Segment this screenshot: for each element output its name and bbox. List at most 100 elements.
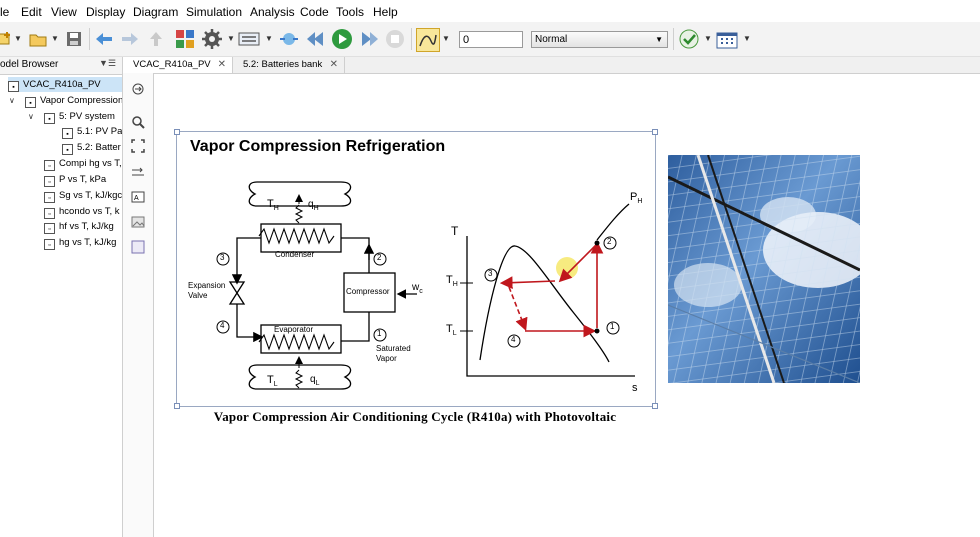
navigate-icon[interactable]	[131, 82, 145, 96]
step-back-icon[interactable]	[305, 28, 327, 50]
menu-display[interactable]: Display	[86, 5, 126, 19]
menu-code[interactable]: Code	[300, 5, 329, 19]
tree-item-label: VCAC_R410a_PV	[23, 79, 101, 90]
image-tool-icon[interactable]	[131, 215, 145, 229]
tree-item-plot[interactable]: ▫P vs T, kPa	[44, 172, 122, 187]
zoom-icon[interactable]	[131, 115, 145, 129]
tree-item-plot[interactable]: ▫hcondo vs T, k	[44, 204, 122, 219]
tab-batteries-bank[interactable]: 5.2: Batteries bank ✕	[233, 57, 345, 73]
resize-handle[interactable]	[174, 403, 180, 409]
tree-item-plot[interactable]: ▫Sg vs T, kJ/kgc	[44, 188, 122, 203]
tree-item-label: 5: PV system	[59, 111, 115, 122]
open-dropdown-icon[interactable]: ▼	[51, 34, 59, 43]
model-browser-title: odel Browser	[0, 59, 59, 70]
menu-simulation[interactable]: Simulation	[186, 5, 243, 19]
ts-state-2-label: 2	[607, 237, 612, 246]
close-icon[interactable]: ✕	[217, 59, 226, 70]
calendar-dropdown-icon[interactable]: ▼	[743, 34, 751, 43]
up-icon[interactable]	[145, 28, 167, 50]
stop-icon[interactable]	[384, 28, 406, 50]
state-2-label: 2	[377, 253, 382, 262]
plot-dropdown-icon[interactable]: ▼	[442, 34, 450, 43]
th-label: TH	[267, 198, 279, 213]
tree-item-batteries[interactable]: ▪5.2: Batter	[62, 140, 122, 155]
plot-icon: ▫	[44, 239, 55, 250]
open-folder-icon[interactable]	[27, 28, 49, 50]
chevron-down-icon: ▼	[655, 35, 663, 44]
expand-toggle-icon[interactable]: ∨	[9, 96, 15, 105]
save-icon[interactable]	[63, 28, 85, 50]
ts-th-label: TH	[446, 274, 458, 289]
menu-help[interactable]: Help	[373, 5, 398, 19]
expand-toggle-icon[interactable]: ∨	[28, 112, 34, 121]
text-tool-icon[interactable]: A	[131, 190, 145, 204]
browser-options-icon[interactable]: ☰	[108, 58, 117, 68]
hot-reservoir-shape	[248, 181, 352, 207]
settings-dropdown-icon[interactable]: ▼	[227, 34, 235, 43]
solar-panel-image[interactable]	[668, 155, 860, 383]
resize-handle[interactable]	[652, 129, 658, 135]
refrigeration-image[interactable]: Vapor Compression Refrigeration	[174, 129, 658, 409]
main-toolbar: ▼ ▼ ▼ ▼ ▼ ▼	[0, 22, 980, 57]
menu-tools[interactable]: Tools	[336, 5, 365, 19]
resize-handle[interactable]	[174, 129, 180, 135]
model-icon: ▪	[62, 144, 73, 155]
plot-icon: ▫	[44, 223, 55, 234]
ts-state-1-label: 1	[610, 322, 615, 331]
refrigeration-cycle-diagram	[216, 181, 635, 390]
browser-menu-icon[interactable]: ▼	[99, 58, 108, 68]
ts-axes	[466, 236, 635, 377]
close-icon[interactable]: ✕	[329, 59, 338, 70]
menu-file[interactable]: le	[0, 5, 10, 19]
wc-label: wc	[412, 282, 423, 295]
model-icon: ▪	[62, 128, 73, 139]
component-icon[interactable]	[238, 28, 260, 50]
tree-item-plot[interactable]: ▫hf vs T, kJ/kg	[44, 219, 122, 234]
plot-toggle-icon[interactable]	[416, 28, 440, 52]
tree-item-plot[interactable]: ▫hg vs T, kJ/kg	[44, 235, 122, 250]
tree-item-vapor-compression[interactable]: ▪Vapor Compression	[25, 93, 122, 108]
new-model-icon[interactable]	[0, 28, 16, 50]
component-dropdown-icon[interactable]: ▼	[265, 34, 273, 43]
state-1-label: 1	[377, 329, 382, 338]
plot-icon: ▫	[44, 208, 55, 219]
tree-item-label: Compi hg vs T,	[59, 158, 122, 169]
settings-gear-icon[interactable]	[201, 28, 223, 50]
resize-handle[interactable]	[652, 403, 658, 409]
check-dropdown-icon[interactable]: ▼	[704, 34, 712, 43]
stop-time-input[interactable]	[459, 31, 523, 48]
model-icon: ▪	[8, 81, 19, 92]
solver-mode-select[interactable]: Normal ▼	[531, 31, 668, 48]
ts-state-3-label: 3	[488, 269, 493, 278]
connector-icon[interactable]	[131, 165, 145, 179]
vapor-label: Vapor	[376, 354, 397, 363]
fit-to-window-icon[interactable]	[131, 139, 145, 153]
menu-edit[interactable]: Edit	[21, 5, 42, 19]
menu-diagram[interactable]: Diagram	[133, 5, 179, 19]
calendar-grid-icon[interactable]	[716, 28, 738, 50]
run-simulation-icon[interactable]	[331, 28, 353, 50]
evaporator-label: Evaporator	[274, 325, 314, 334]
tree-item-pv-panel[interactable]: ▪5.1: PV Pa	[62, 124, 122, 139]
tree-item-label: P vs T, kPa	[59, 174, 107, 185]
tree-item-root[interactable]: ▪ VCAC_R410a_PV	[8, 77, 122, 92]
step-forward-icon[interactable]	[358, 28, 380, 50]
plot-icon: ▫	[44, 192, 55, 203]
tree-item-pv-system[interactable]: ▪5: PV system	[44, 109, 122, 124]
back-icon[interactable]	[93, 28, 115, 50]
model-browser-header: odel Browser ▼ ☰	[0, 57, 122, 75]
rectangle-tool-icon[interactable]	[131, 240, 145, 254]
menu-view[interactable]: View	[51, 5, 77, 19]
tree-item-plot[interactable]: ▫Compi hg vs T,	[44, 156, 122, 171]
translate-icon[interactable]	[278, 28, 300, 50]
condenser-label: Condenser	[275, 250, 315, 259]
ts-axis-t-label: T	[451, 224, 459, 238]
diagram-caption[interactable]: Vapor Compression Air Conditioning Cycle…	[213, 409, 617, 424]
tab-vcac[interactable]: VCAC_R410a_PV ✕	[123, 57, 233, 73]
menu-analysis[interactable]: Analysis	[250, 5, 295, 19]
forward-icon[interactable]	[119, 28, 141, 50]
library-icon[interactable]	[174, 28, 196, 50]
new-dropdown-icon[interactable]: ▼	[14, 34, 22, 43]
check-model-icon[interactable]	[678, 28, 700, 50]
diagram-title: Vapor Compression Refrigeration	[190, 138, 446, 155]
